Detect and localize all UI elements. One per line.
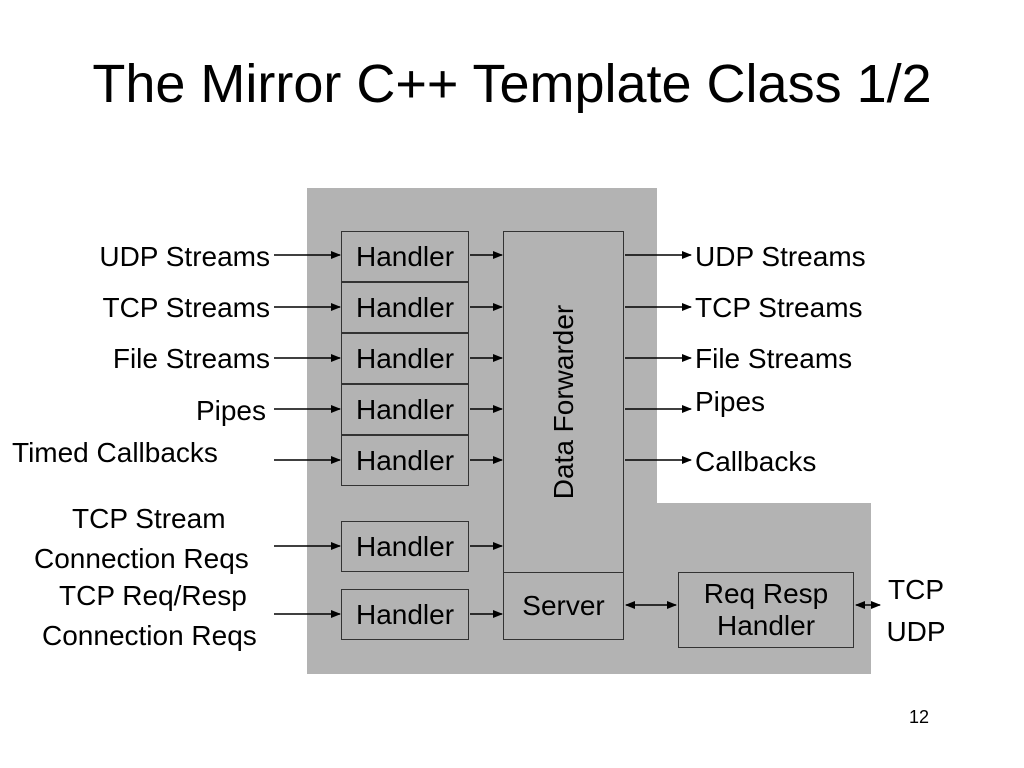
input-tcp-stream-conn-line2: Connection Reqs [34,543,249,574]
handler-reqresp: Handler [341,589,469,640]
handler-label: Handler [355,240,455,272]
req-resp-handler-box: Req Resp Handler [678,572,854,648]
input-pipes: Pipes [195,395,266,426]
input-tcp-streams: TCP Streams [102,292,270,323]
handler-label: Handler [355,393,455,425]
handler-udp: Handler [341,231,469,282]
handler-label: Handler [355,530,455,562]
input-udp-streams: UDP Streams [99,241,270,272]
protocol-udp: UDP [886,616,946,647]
output-pipes: Pipes [695,386,766,417]
slide-title: The Mirror C++ Template Class 1/2 [92,54,932,114]
input-tcp-stream-conn-line1: TCP Stream [72,503,226,534]
output-tcp-streams: TCP Streams [695,292,863,323]
input-file-streams: File Streams [112,343,270,374]
handler-label: Handler [355,291,455,323]
protocol-tcp: TCP [888,574,944,605]
server-label: Server [522,590,605,621]
handler-label: Handler [355,444,455,476]
server-box: Server [503,572,624,640]
input-tcp-reqresp-line1: TCP Req/Resp [59,580,247,611]
handler-label: Handler [355,598,455,630]
output-file-streams: File Streams [695,343,853,374]
page-number: 12 [909,707,930,727]
input-tcp-reqresp-line2: Connection Reqs [42,620,257,651]
handler-tcp-conn: Handler [341,521,469,572]
handler-pipes: Handler [341,384,469,435]
handler-tcp: Handler [341,282,469,333]
handler-label: Handler [355,342,455,374]
input-timed-callbacks: Timed Callbacks [12,437,218,468]
handler-timed: Handler [341,435,469,486]
handler-file: Handler [341,333,469,384]
req-resp-handler-line1: Req Resp [703,578,829,609]
req-resp-handler-line2: Handler [716,610,816,641]
output-callbacks: Callbacks [695,446,817,477]
data-forwarder-box [503,231,624,573]
output-udp-streams: UDP Streams [695,241,866,272]
